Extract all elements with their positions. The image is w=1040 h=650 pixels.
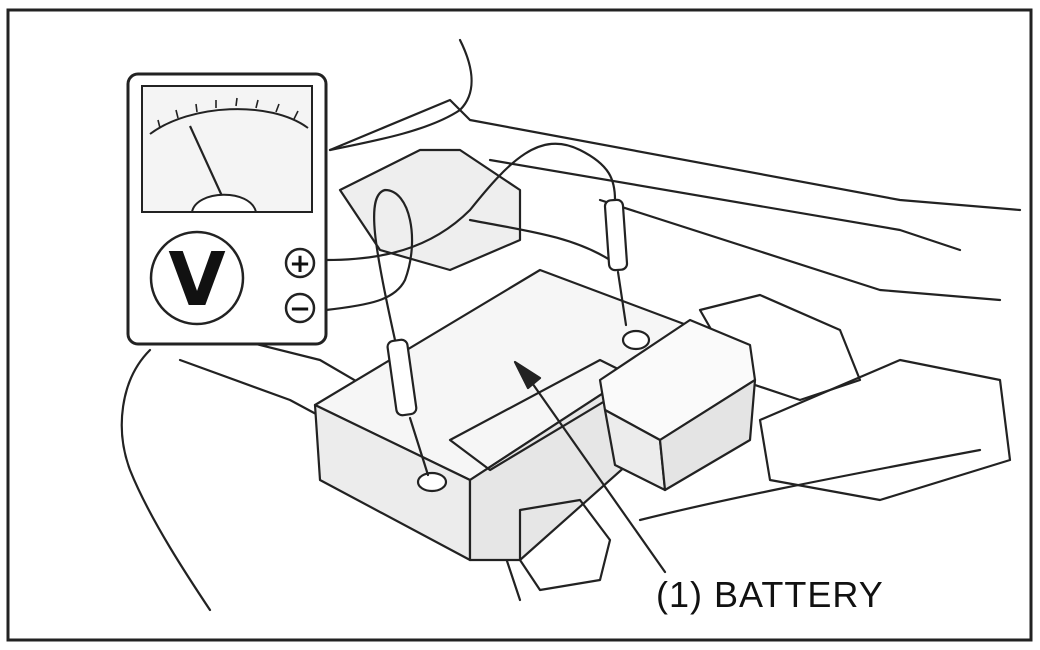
battery-bracket [518, 498, 612, 592]
voltmeter-screen [141, 85, 313, 213]
positive-probe-handle [603, 198, 629, 272]
hood-edge [328, 98, 1022, 212]
voltmeter-scale-ticks [157, 97, 299, 129]
callout-arrow-line [528, 378, 667, 574]
voltmeter-needle-pivot [190, 193, 258, 213]
fender [120, 348, 212, 612]
terminal-cover-side [658, 378, 757, 492]
positive-jack [284, 247, 316, 279]
voltmeter-needle [188, 125, 224, 197]
negative-jack-symbol: − [289, 294, 311, 324]
voltmeter-dial-circle [149, 230, 245, 326]
negative-jack [284, 292, 316, 324]
positive-probe-tip [616, 270, 628, 327]
voltmeter-scale-arc [149, 108, 309, 135]
battery-callout-label: (1) BATTERY [656, 574, 884, 615]
engine-mid-line [598, 198, 1002, 302]
negative-probe-handle [386, 338, 418, 417]
right-component-2 [758, 358, 1012, 502]
bay-curve-top [328, 38, 473, 152]
voltmeter: V + − [126, 72, 328, 346]
negative-lead-wire [324, 188, 414, 342]
engine-upper-line [488, 158, 962, 252]
callout-arrowhead [513, 360, 542, 390]
positive-jack-symbol: + [289, 249, 311, 279]
negative-terminal [416, 471, 448, 493]
positive-lead-wire [324, 142, 617, 262]
bay-hose [468, 218, 612, 262]
negative-probe-tip [408, 416, 430, 477]
bay-lower-line [638, 448, 982, 522]
voltmeter-unit-letter: V [168, 237, 225, 323]
positive-terminal [621, 329, 651, 351]
